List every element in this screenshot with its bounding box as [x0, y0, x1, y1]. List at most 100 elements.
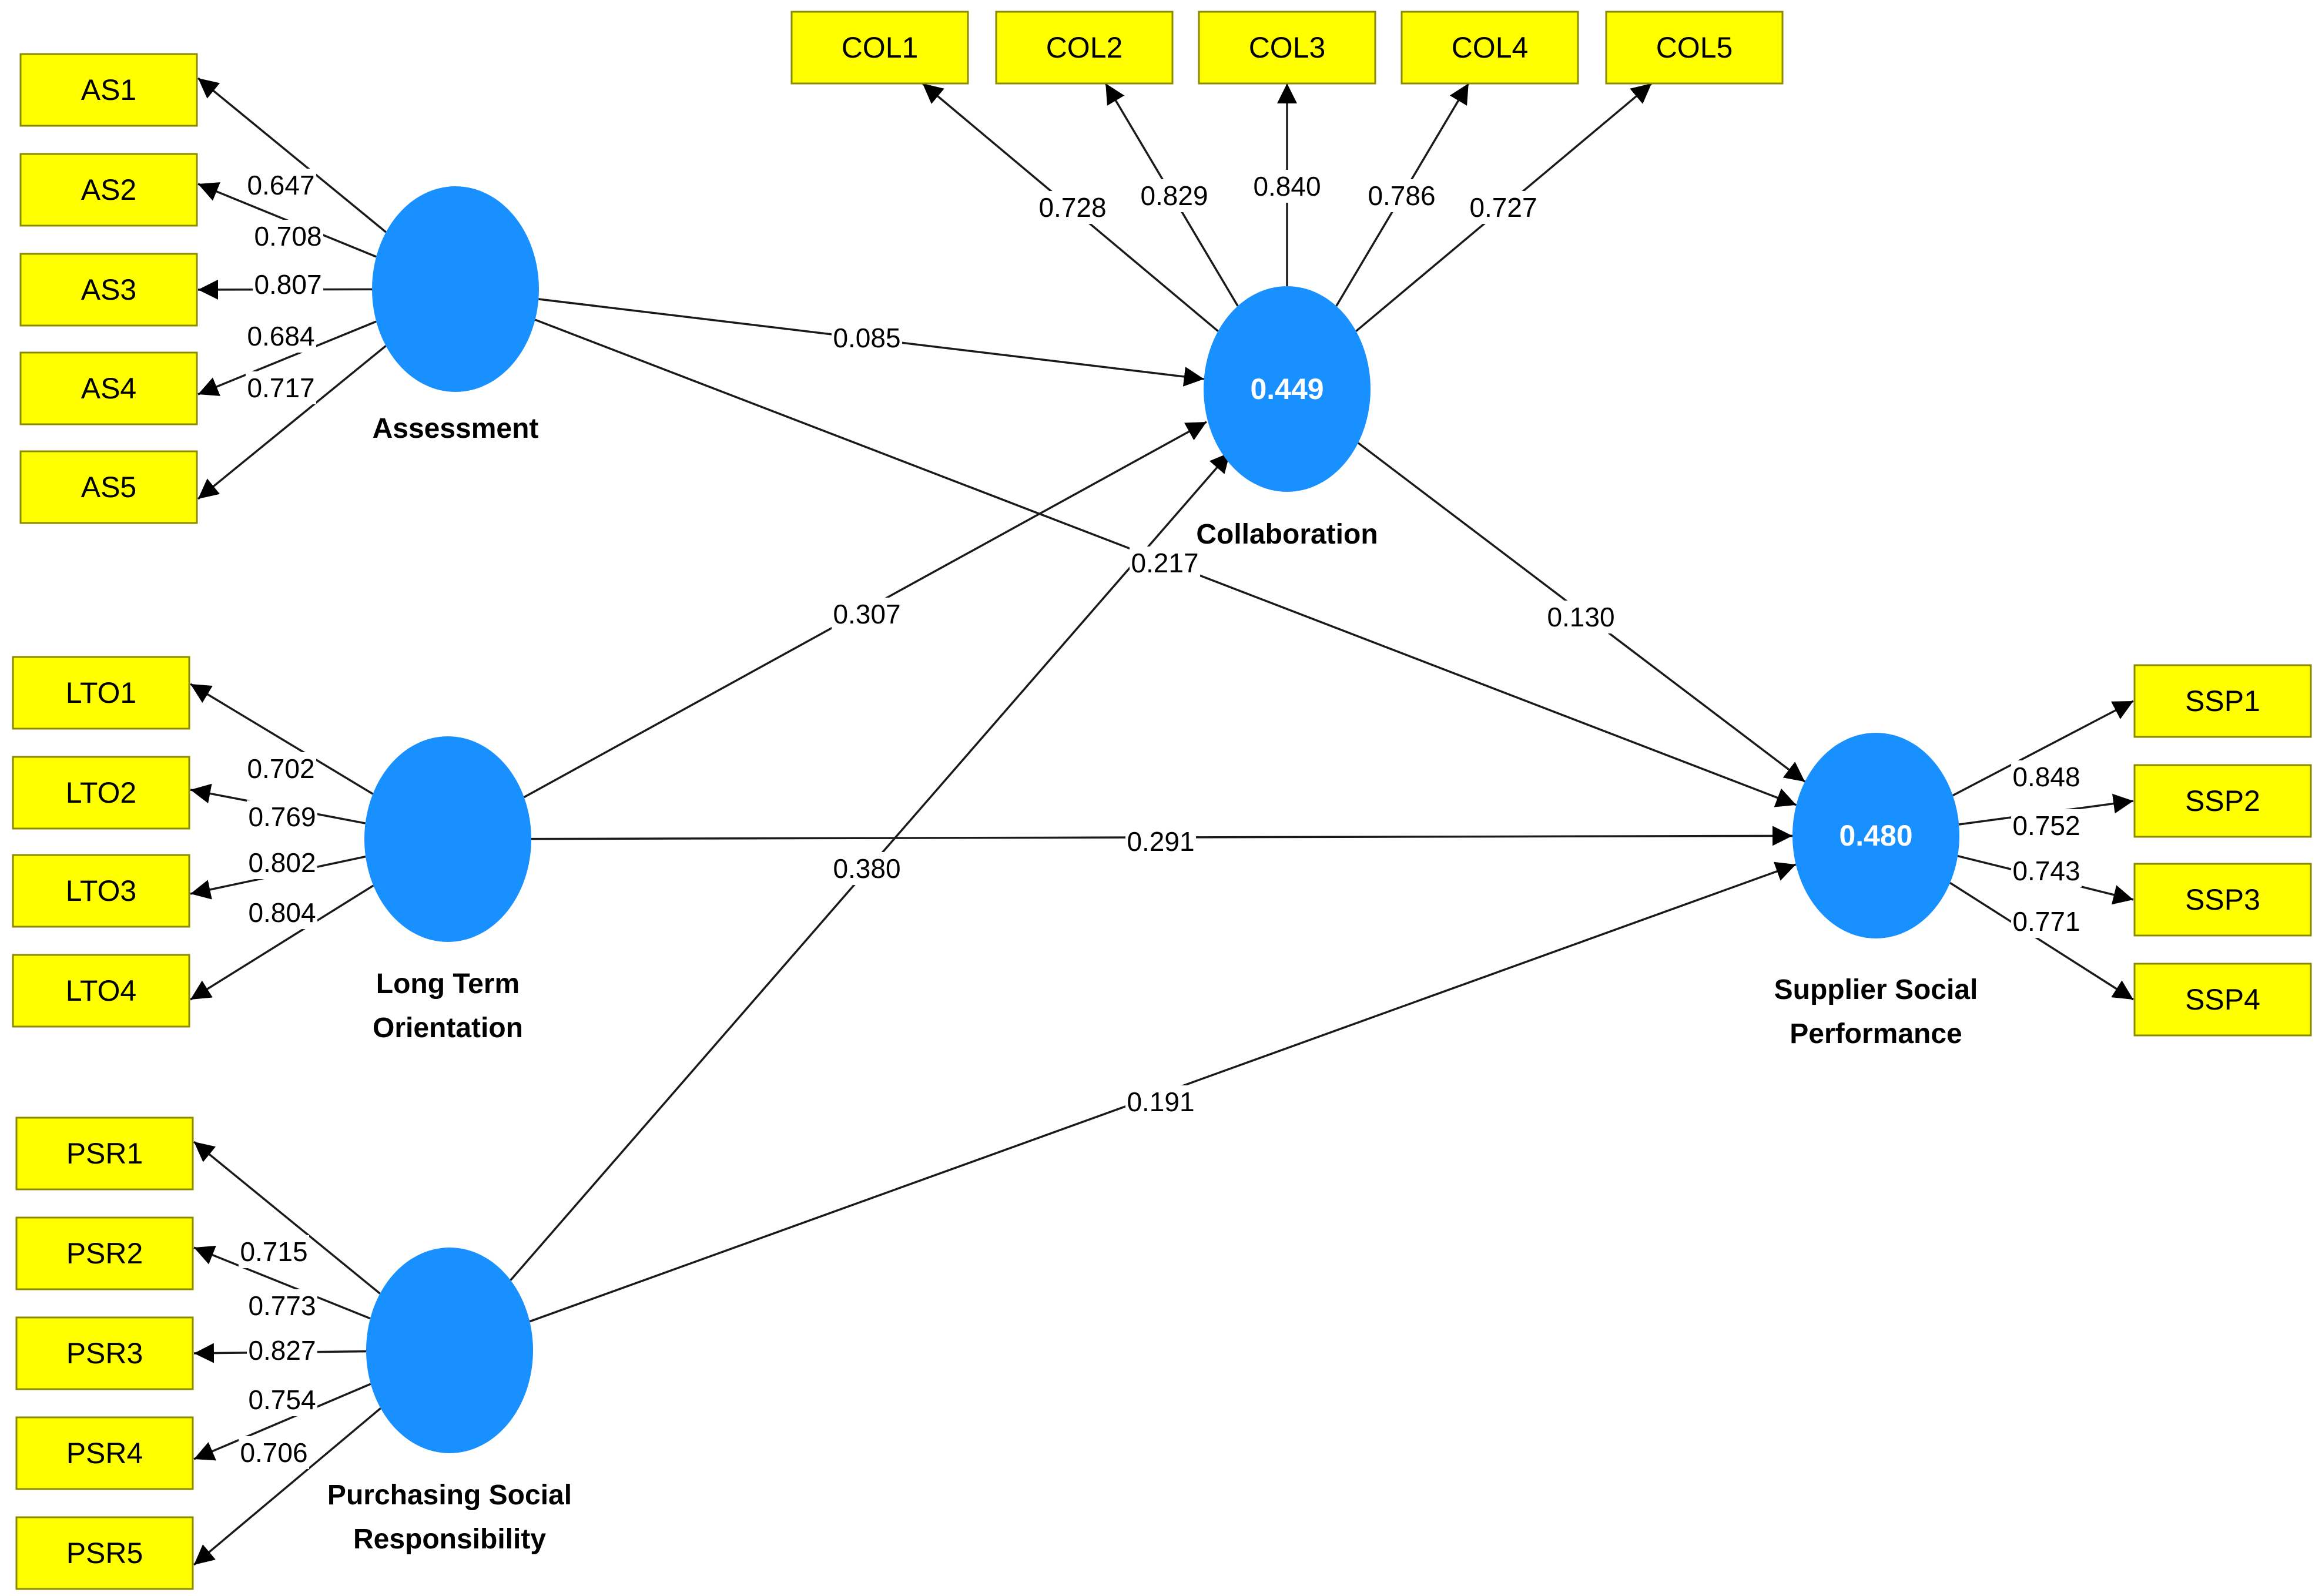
- indicator-box[interactable]: [1605, 11, 1784, 85]
- loading-label-psr2-text: 0.773: [248, 1290, 316, 1321]
- indicator-box[interactable]: [995, 11, 1174, 85]
- indicator-as3[interactable]: AS3: [19, 253, 198, 327]
- indicator-box[interactable]: [19, 153, 198, 227]
- loading-label-col5-text: 0.727: [1469, 192, 1537, 223]
- loading-arrow-lto4: [190, 884, 374, 1001]
- indicator-box[interactable]: [790, 11, 969, 85]
- indicator-col5[interactable]: COL5: [1605, 11, 1784, 85]
- indicator-box[interactable]: [19, 450, 198, 524]
- loading-label-col2: 0.829: [1139, 179, 1209, 212]
- loading-label-ssp3: 0.743: [2011, 854, 2082, 887]
- loading-label-ssp1-text: 0.848: [2012, 762, 2080, 792]
- indicator-box[interactable]: [12, 656, 190, 730]
- loading-label-psr4-text: 0.754: [248, 1384, 316, 1415]
- indicator-box[interactable]: [15, 1516, 194, 1590]
- indicator-psr1[interactable]: PSR1: [15, 1116, 194, 1191]
- loading-label-lto2-text: 0.769: [248, 802, 316, 832]
- loading-label-as4-text: 0.684: [247, 321, 314, 351]
- indicator-boxes-layer: AS1AS2AS3AS4AS5LTO1LTO2LTO3LTO4PSR1PSR2P…: [12, 11, 2312, 1590]
- indicator-psr5[interactable]: PSR5: [15, 1516, 194, 1590]
- indicator-label: COL1: [842, 31, 919, 64]
- construct-circle[interactable]: [1792, 733, 1959, 938]
- indicator-box[interactable]: [15, 1416, 194, 1490]
- indicator-col2[interactable]: COL2: [995, 11, 1174, 85]
- loading-label-psr3: 0.827: [247, 1334, 317, 1367]
- indicator-as2[interactable]: AS2: [19, 153, 198, 227]
- indicator-box[interactable]: [12, 954, 190, 1028]
- indicator-box[interactable]: [15, 1316, 194, 1390]
- loading-label-as2: 0.708: [253, 220, 323, 253]
- indicator-label: COL5: [1656, 31, 1733, 64]
- indicator-col3[interactable]: COL3: [1198, 11, 1376, 85]
- loading-arrow-psr1: [193, 1141, 381, 1295]
- indicator-ssp4[interactable]: SSP4: [2133, 963, 2312, 1037]
- indicator-box[interactable]: [19, 253, 198, 327]
- indicator-box[interactable]: [19, 351, 198, 425]
- indicator-label: LTO4: [66, 974, 136, 1007]
- indicator-ssp1[interactable]: SSP1: [2133, 664, 2312, 738]
- construct-circle[interactable]: [372, 186, 539, 392]
- path-coef-lto-col-text: 0.307: [833, 599, 900, 629]
- path-coef-as-col-text: 0.085: [833, 323, 900, 353]
- indicator-box[interactable]: [19, 53, 198, 127]
- indicator-box[interactable]: [1198, 11, 1376, 85]
- indicator-ssp2[interactable]: SSP2: [2133, 764, 2312, 838]
- loading-label-psr2: 0.773: [247, 1289, 317, 1322]
- indicator-label: AS5: [81, 471, 137, 504]
- indicator-box[interactable]: [2133, 963, 2312, 1037]
- indicator-lto1[interactable]: LTO1: [12, 656, 190, 730]
- construct-circle[interactable]: [1204, 286, 1371, 492]
- loading-arrow-psr5: [193, 1407, 381, 1566]
- construct-name: Performance: [1790, 1018, 1962, 1050]
- indicator-lto2[interactable]: LTO2: [12, 756, 190, 830]
- indicator-label: SSP2: [2185, 784, 2260, 817]
- path-coef-psr-col-text: 0.380: [833, 853, 900, 884]
- indicator-as4[interactable]: AS4: [19, 351, 198, 425]
- indicator-ssp3[interactable]: SSP3: [2133, 863, 2312, 937]
- indicator-as1[interactable]: AS1: [19, 53, 198, 127]
- construct-as[interactable]: Assessment: [372, 186, 539, 444]
- construct-name: Assessment: [373, 413, 539, 444]
- indicator-box[interactable]: [1400, 11, 1579, 85]
- indicator-psr2[interactable]: PSR2: [15, 1216, 194, 1290]
- loading-label-ssp2-text: 0.752: [2012, 810, 2080, 841]
- loading-label-psr1-text: 0.715: [240, 1236, 307, 1267]
- indicator-box[interactable]: [2133, 764, 2312, 838]
- loading-label-col3: 0.840: [1252, 170, 1322, 203]
- construct-circle[interactable]: [366, 1248, 533, 1453]
- indicator-box[interactable]: [15, 1216, 194, 1290]
- loading-label-col4: 0.786: [1366, 179, 1437, 212]
- indicator-box[interactable]: [15, 1116, 194, 1191]
- loading-label-as1-text: 0.647: [247, 170, 314, 200]
- path-coef-as-col: 0.085: [832, 321, 902, 354]
- indicator-col1[interactable]: COL1: [790, 11, 969, 85]
- indicator-col4[interactable]: COL4: [1400, 11, 1579, 85]
- loading-label-psr5: 0.706: [239, 1436, 309, 1469]
- indicator-box[interactable]: [12, 854, 190, 928]
- indicator-psr4[interactable]: PSR4: [15, 1416, 194, 1490]
- indicator-lto4[interactable]: LTO4: [12, 954, 190, 1028]
- indicator-psr3[interactable]: PSR3: [15, 1316, 194, 1390]
- loading-label-ssp1: 0.848: [2011, 760, 2082, 793]
- construct-name: Responsibility: [353, 1524, 546, 1555]
- r-squared-value: 0.449: [1250, 373, 1323, 405]
- indicator-as5[interactable]: AS5: [19, 450, 198, 524]
- loading-label-psr3-text: 0.827: [248, 1335, 316, 1366]
- indicator-lto3[interactable]: LTO3: [12, 854, 190, 928]
- loading-label-ssp4-text: 0.771: [2012, 906, 2080, 937]
- indicator-box[interactable]: [2133, 664, 2312, 738]
- indicator-label: COL2: [1046, 31, 1123, 64]
- construct-circle[interactable]: [364, 736, 531, 942]
- loading-arrow-ssp4: [1949, 881, 2134, 1001]
- loading-label-lto3: 0.802: [247, 846, 317, 879]
- indicator-label: SSP3: [2185, 883, 2260, 916]
- loading-label-psr1: 0.715: [239, 1235, 309, 1268]
- indicator-label: PSR3: [66, 1337, 143, 1370]
- indicator-box[interactable]: [12, 756, 190, 830]
- indicator-box[interactable]: [2133, 863, 2312, 937]
